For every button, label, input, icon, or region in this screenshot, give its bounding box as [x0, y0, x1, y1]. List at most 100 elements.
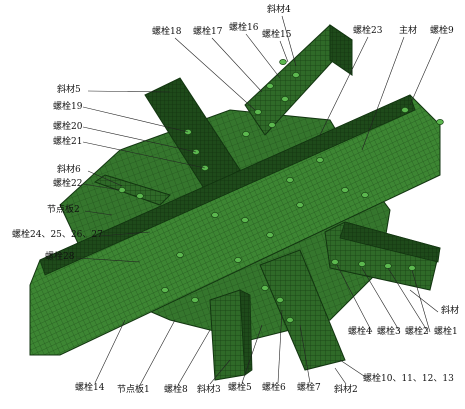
label-bolt-21: 螺栓21: [53, 137, 83, 147]
leader-line: [245, 33, 281, 79]
label-bolt-6: 螺栓6: [262, 383, 286, 393]
leader-line: [82, 126, 197, 153]
label-diagonal-5: 斜材5: [57, 85, 81, 95]
leader-line: [84, 210, 113, 216]
diagonal-member-3: [209, 289, 246, 381]
label-bolt-20: 螺栓20: [53, 122, 83, 132]
label-bolt-4: 螺栓4: [348, 327, 372, 337]
bolt-head: [241, 217, 249, 223]
bolt-head: [401, 107, 409, 113]
leader-line: [174, 37, 256, 111]
leader-line: [361, 36, 405, 151]
leader-line: [411, 269, 431, 333]
leader-line: [339, 359, 368, 379]
label-bolt-9: 螺栓9: [430, 26, 454, 36]
diagonal-member-4-flange: [329, 24, 353, 76]
bolt-head: [279, 59, 287, 65]
label-bolt-3: 螺栓3: [377, 327, 401, 337]
bolt-head: [361, 192, 369, 198]
label-diagonal-2: 斜材2: [334, 385, 358, 395]
bolt-head: [266, 232, 274, 238]
bolt-head: [286, 317, 294, 323]
label-bolt-1: 螺栓1: [434, 327, 458, 337]
label-gusset-plate-2: 节点板2: [47, 205, 80, 215]
diagonal-member-5: [144, 77, 241, 191]
leader-line: [87, 170, 123, 187]
leader-line: [87, 90, 171, 93]
label-bolt-18: 螺栓18: [152, 27, 182, 37]
label-bolt-23: 螺栓23: [353, 26, 383, 36]
bolt-head: [161, 287, 169, 293]
label-bolt-22: 螺栓22: [53, 179, 83, 189]
bolt-head: [242, 131, 250, 137]
leader-line: [336, 264, 373, 333]
leader-line: [139, 319, 176, 386]
bolt-head: [136, 193, 144, 199]
leader-line: [94, 319, 126, 384]
leader-line: [409, 36, 441, 106]
bolt-head: [331, 259, 339, 265]
main-chord-flange: [39, 94, 416, 276]
label-main-chord: 主材: [399, 26, 418, 36]
bolt-head: [268, 122, 276, 128]
leader-line: [209, 359, 231, 385]
label-bolt-14: 螺栓14: [75, 383, 105, 393]
leader-line: [409, 289, 439, 313]
label-bolt-2: 螺栓2: [405, 327, 429, 337]
leader-line: [281, 15, 297, 67]
leader-line: [82, 183, 121, 191]
bolt-head: [384, 263, 392, 269]
leader-line: [319, 36, 369, 136]
bolt-head: [316, 157, 324, 163]
leader-lines: [76, 15, 441, 386]
label-bolt-28: 螺栓28: [45, 252, 75, 262]
leader-line: [99, 231, 151, 237]
bolt-group: [118, 59, 444, 323]
leader-line: [334, 367, 347, 385]
label-bolt-17: 螺栓17: [193, 27, 223, 37]
leader-line: [279, 40, 289, 63]
label-gusset-plate-1: 节点板1: [117, 385, 150, 395]
bolt-head: [276, 297, 284, 303]
bolt-head: [191, 297, 199, 303]
bolt-head: [254, 109, 262, 115]
bolt-head: [266, 83, 274, 89]
leader-line: [241, 324, 263, 384]
leader-line: [177, 329, 211, 386]
leader-line: [277, 309, 283, 384]
bolt-head: [436, 119, 444, 125]
bolt-head: [176, 252, 184, 258]
label-bolt-8: 螺栓8: [164, 385, 188, 395]
bolt-head: [261, 285, 269, 291]
label-diagonal: 斜材: [441, 306, 460, 316]
leader-line: [76, 257, 141, 263]
leader-line: [387, 267, 429, 333]
bolt-head: [281, 96, 289, 102]
label-bolt-5: 螺栓5: [228, 383, 252, 393]
bolt-head: [408, 265, 416, 271]
label-bolt-7: 螺栓7: [297, 383, 321, 393]
leader-line: [82, 106, 189, 133]
bolt-head: [234, 257, 242, 263]
label-diagonal-4: 斜材4: [267, 5, 291, 15]
diagonal-member-3-flange: [239, 289, 253, 376]
bolt-head: [296, 202, 304, 208]
bolt-head: [358, 261, 366, 267]
label-bolts-24-27: 螺栓24、25、26、27: [12, 230, 103, 240]
bolt-head: [211, 212, 219, 218]
leader-line: [299, 324, 311, 384]
bolt-head: [292, 72, 300, 78]
label-bolt-16: 螺栓16: [229, 23, 259, 33]
bolt-head: [341, 187, 349, 193]
diagonal-member-2: [259, 249, 346, 371]
diagonal-member-right-flange: [339, 221, 441, 263]
leader-line: [361, 267, 401, 333]
label-bolt-19: 螺栓19: [53, 102, 83, 112]
leader-line: [82, 141, 206, 169]
label-bolt-15: 螺栓15: [262, 30, 292, 40]
label-bolts-10-13: 螺栓10、11、12、13: [363, 374, 454, 384]
leader-line: [211, 37, 263, 93]
bolt-head: [286, 177, 294, 183]
